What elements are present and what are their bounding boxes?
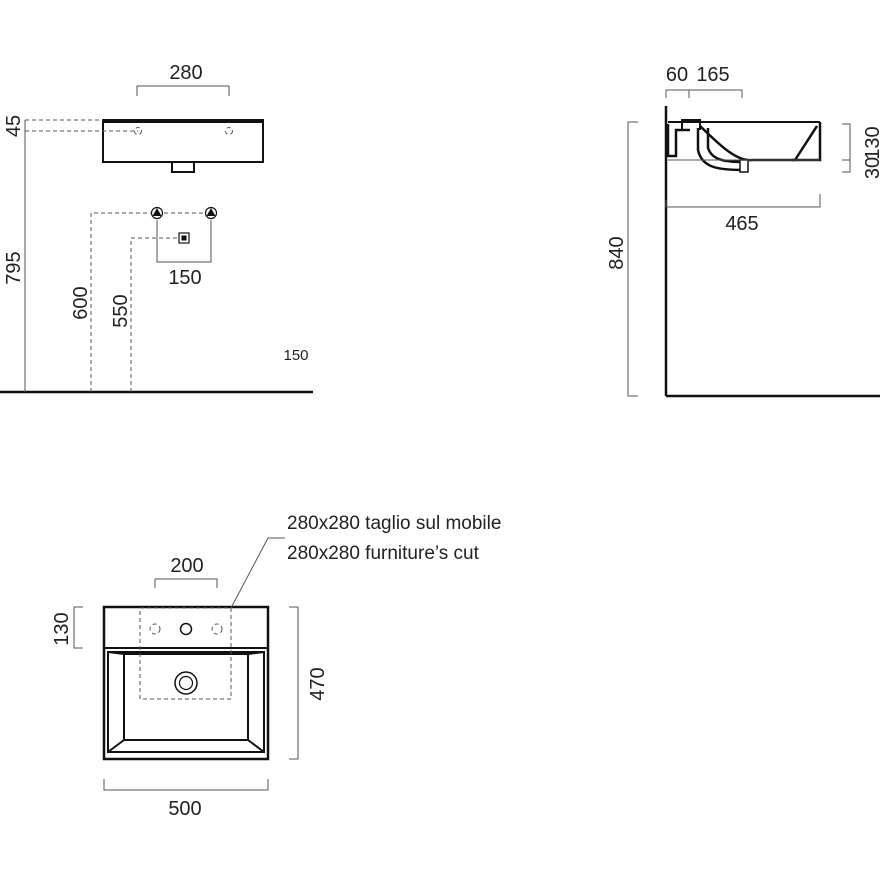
top-dim-130-label: 130	[51, 612, 73, 645]
front-dim-600-line	[90, 212, 157, 392]
top-tap-hole-left-icon	[149, 623, 161, 635]
top-furniture-cut	[139, 607, 232, 700]
side-dim-840-label: 840	[606, 236, 628, 269]
front-dim-280-label: 280	[169, 62, 202, 84]
side-dim-60-label: 60	[666, 64, 688, 86]
side-dim-130-label: 130	[862, 126, 880, 159]
front-view: 280 45 795 600 550 150 150	[0, 62, 313, 394]
side-dim-465-label: 465	[725, 213, 758, 235]
top-dim-130-line	[73, 606, 83, 649]
top-tap-hole-center-icon	[179, 622, 193, 636]
front-floor-label: 150	[283, 347, 308, 364]
side-dim-30-label: 30	[862, 157, 880, 179]
front-supply-right-icon	[204, 206, 218, 220]
front-dim-150-label: 150	[168, 267, 201, 289]
front-basin-body	[102, 119, 264, 163]
top-drain-inner-icon	[178, 675, 194, 691]
front-tap-hole-left	[134, 127, 142, 135]
top-dim-200-label: 200	[170, 555, 203, 577]
top-dim-470-line	[289, 606, 299, 760]
top-bevel-br	[247, 739, 265, 753]
top-bowl-inner	[123, 653, 249, 741]
top-bevel-bl	[107, 739, 125, 753]
front-dim-550-label: 550	[110, 294, 132, 327]
front-drain-icon	[178, 232, 190, 244]
front-dim-600-label: 600	[70, 286, 92, 319]
top-dim-500-line	[103, 779, 269, 791]
top-cut-leader	[230, 537, 285, 609]
front-supply-left-icon	[150, 206, 164, 220]
top-dim-200-line	[154, 578, 218, 588]
side-dim-465-line	[665, 194, 821, 208]
front-dim-150-line	[156, 220, 212, 263]
side-basin-section	[666, 119, 822, 173]
front-drain-stub	[171, 162, 195, 173]
side-dim-165-label: 165	[696, 64, 729, 86]
side-dim-840-line	[627, 121, 638, 397]
front-dim-795-label: 795	[3, 251, 25, 284]
top-dim-500-label: 500	[168, 798, 201, 820]
top-view: 200 130 470 500 280x280 taglio sul mobil…	[51, 513, 501, 820]
side-dim-top-line	[665, 89, 743, 98]
top-cut-note-line-1: 280x280 taglio sul mobile	[287, 513, 501, 534]
front-tap-hole-right	[225, 127, 233, 135]
side-view: 60 165 465 840	[606, 64, 880, 398]
front-dim-280-line	[136, 85, 230, 96]
top-bevel-tr	[247, 651, 265, 655]
top-tap-hole-right-icon	[211, 623, 223, 635]
top-bowl-outer	[107, 651, 265, 753]
front-dim-45-label: 45	[3, 115, 25, 137]
top-cut-note-line-2: 280x280 furniture’s cut	[287, 543, 480, 564]
top-dim-470-label: 470	[307, 667, 329, 700]
top-bevel-tl	[107, 651, 125, 655]
side-dim-right-line	[842, 123, 851, 173]
top-basin-outline	[102, 605, 270, 761]
front-dim-550-line	[130, 237, 184, 392]
